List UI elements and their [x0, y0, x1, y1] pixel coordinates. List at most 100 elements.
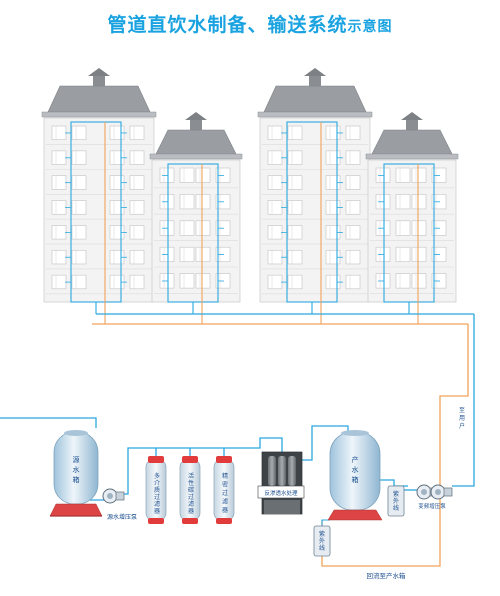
precision-filter-label-char: 精 — [222, 472, 228, 480]
window — [179, 220, 195, 236]
window — [51, 125, 67, 140]
reverse-osmosis-unit — [257, 451, 305, 515]
window — [411, 246, 427, 263]
pipe-network — [0, 313, 475, 567]
window — [51, 200, 67, 215]
source-inlet — [0, 417, 97, 428]
pump-impeller — [421, 489, 427, 495]
multimedia-filter-label-char: 器 — [154, 508, 160, 515]
window — [267, 225, 283, 240]
label-group: 至用户源水箱源水增压泵多介质过滤器活性碳过滤器精密过滤器反渗透水处理产水箱紫外线… — [73, 407, 466, 580]
product-water-tank — [327, 430, 383, 521]
filter3-to-ro — [224, 437, 283, 454]
window — [179, 194, 195, 210]
window — [345, 225, 361, 240]
filter-cap-top — [216, 456, 232, 463]
roof — [155, 129, 237, 155]
window — [179, 273, 195, 289]
uv-bottom-label-char: 紫 — [319, 530, 325, 538]
uv-top-label-char: 线 — [393, 504, 399, 512]
window — [287, 249, 303, 265]
building-3 — [257, 68, 373, 324]
window — [195, 273, 211, 289]
building-4 — [365, 112, 459, 324]
pump-motor — [115, 491, 125, 501]
tank-stand — [327, 509, 383, 521]
precision-filter — [213, 456, 235, 524]
window — [195, 167, 211, 183]
filter-cap-top — [182, 456, 198, 463]
window — [395, 194, 411, 210]
multimedia-filter-label-char: 过 — [154, 493, 160, 501]
window — [411, 194, 427, 210]
vfd-booster-pump-b — [430, 484, 453, 500]
chimney — [93, 76, 105, 86]
ro-base — [264, 500, 300, 514]
window — [411, 273, 427, 289]
uv-top-label-char: 外 — [393, 497, 399, 505]
tank-cap — [341, 430, 369, 436]
blue-supply-riser — [452, 314, 475, 487]
precision-filter-label-char: 滤 — [222, 498, 228, 506]
source-pump-label: 源水增压泵 — [107, 513, 137, 521]
window — [195, 220, 211, 236]
source-tank-label-char: 源 — [73, 455, 80, 464]
window — [287, 274, 303, 290]
to-users-label-char: 用 — [459, 415, 465, 422]
window — [395, 273, 411, 289]
window — [129, 125, 145, 140]
window — [267, 150, 283, 165]
ro-membrane — [278, 456, 286, 486]
ro-membrane — [288, 456, 296, 486]
uv-sterilizer-bottom — [313, 525, 331, 557]
ro-membrane — [268, 456, 276, 486]
window — [195, 194, 211, 210]
product-tank-label-char: 水 — [352, 465, 359, 474]
precision-filter-label-char: 器 — [222, 507, 228, 514]
roof — [47, 85, 151, 113]
chimney — [309, 76, 321, 86]
window — [395, 220, 411, 236]
multimedia-filter-label-char: 多 — [154, 472, 160, 480]
multimedia-filter — [145, 456, 167, 524]
carbon-filter-label-char: 过 — [188, 493, 194, 501]
activated-carbon-filter — [179, 456, 201, 524]
chimney — [406, 120, 418, 130]
window — [287, 200, 303, 215]
window — [411, 167, 427, 183]
window — [345, 200, 361, 215]
ro-unit-label: 反渗透水处理 — [264, 489, 298, 497]
uv-body — [387, 485, 405, 517]
tank-to-uv — [378, 479, 408, 487]
window — [411, 220, 427, 236]
window — [129, 175, 145, 190]
pump-motor — [443, 487, 453, 497]
window — [71, 225, 87, 240]
carbon-filter-label-char: 性 — [188, 479, 194, 487]
vfd-pump-label: 变频增压泵 — [418, 502, 446, 510]
window — [71, 249, 87, 265]
to-users-label-char: 至 — [459, 407, 465, 414]
uv-body — [313, 525, 331, 557]
window — [287, 175, 303, 190]
product-tank-label-char: 产 — [352, 455, 359, 464]
window — [195, 246, 211, 263]
ro-to-product-tank — [300, 425, 349, 461]
precision-filter-label-char: 过 — [222, 489, 228, 497]
window — [71, 125, 87, 140]
window — [267, 125, 283, 140]
window — [287, 225, 303, 240]
window — [71, 150, 87, 165]
window — [51, 274, 67, 290]
source-tank-label-char: 水 — [73, 465, 80, 474]
carbon-filter-label-char: 碳 — [188, 486, 194, 494]
filter-cap-bottom — [216, 518, 232, 524]
window — [71, 200, 87, 215]
carbon-filter-label-char: 滤 — [188, 500, 194, 508]
eave — [257, 111, 373, 118]
title-suffix: 示意图 — [347, 19, 393, 35]
building-1 — [41, 68, 157, 324]
tank-cap — [64, 430, 88, 436]
eave — [149, 153, 243, 160]
to-users-label-char: 户 — [459, 422, 465, 430]
